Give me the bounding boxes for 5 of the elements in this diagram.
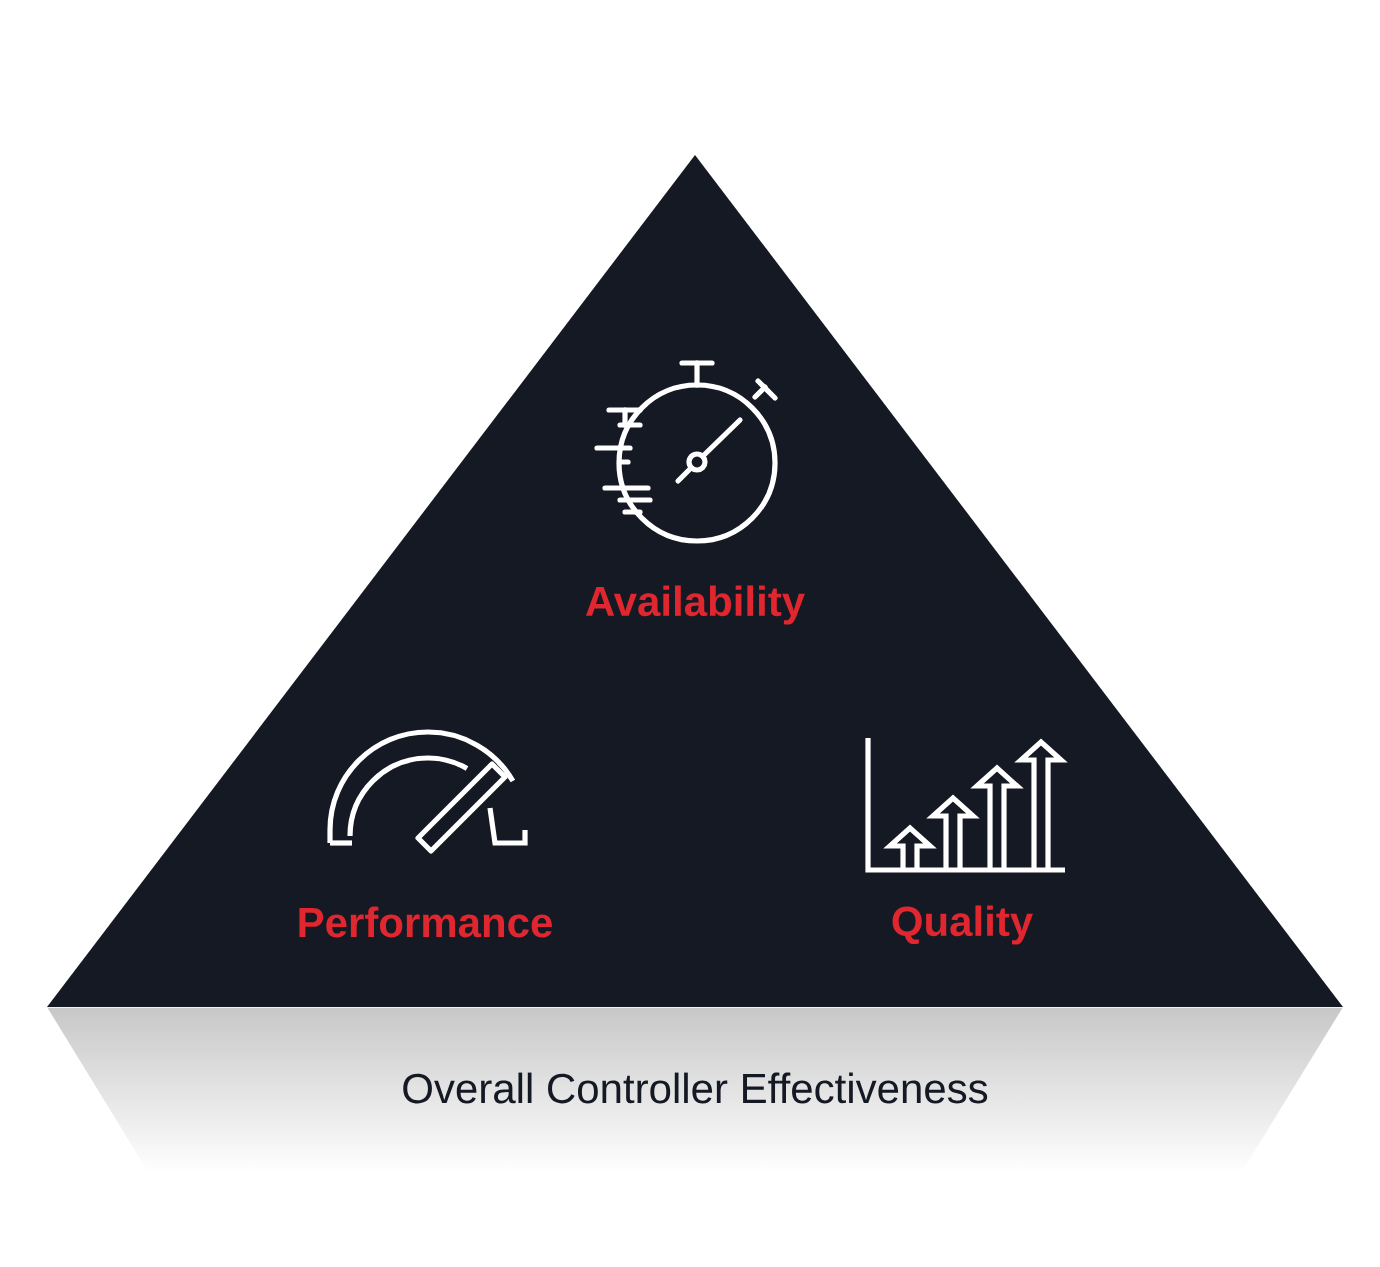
band-title: Overall Controller Effectiveness <box>403 1072 988 1104</box>
category-label: Availability <box>585 585 805 625</box>
category-label: Performance <box>299 906 552 938</box>
category-label: Quality <box>892 905 1033 945</box>
pyramid-triangle <box>47 155 1343 1007</box>
